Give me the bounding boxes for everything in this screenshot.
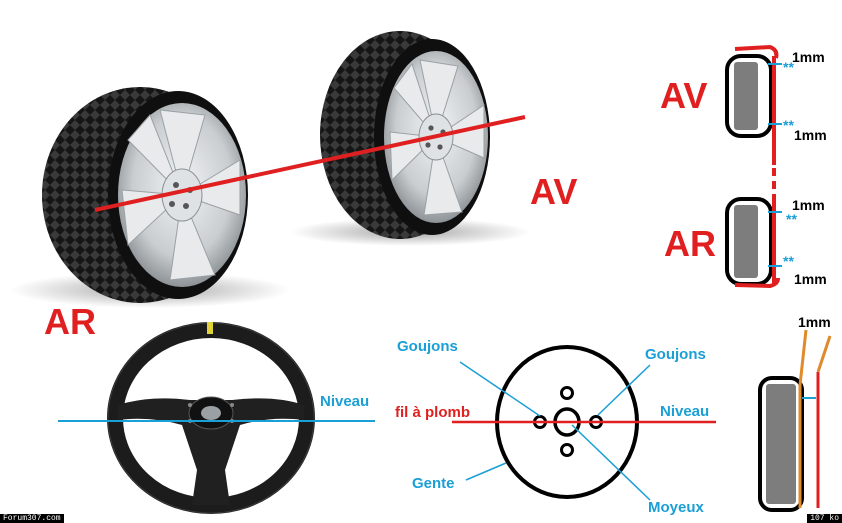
- steering-wheel: [107, 322, 315, 514]
- gap-marker-front-top: **: [783, 59, 794, 75]
- front-wheel: [290, 31, 530, 246]
- tire-side-view: [758, 329, 832, 512]
- panel-front-label: AV: [660, 75, 708, 116]
- gap-marker-rear-bottom: **: [783, 253, 794, 269]
- hub-level-label: Niveau: [660, 403, 710, 420]
- pointer-studs-left: [459, 361, 541, 417]
- mm-label-rear-top: 1mm: [792, 197, 825, 213]
- axle-alignment-line: [94, 115, 526, 212]
- front-tire-gap-view: [725, 44, 782, 165]
- pointer-hub: [571, 424, 651, 501]
- rear-wheel: [10, 87, 290, 308]
- side-mm-label: 1mm: [798, 314, 831, 330]
- mm-label-front-bottom: 1mm: [794, 127, 827, 143]
- rim-label: Gente: [412, 475, 455, 492]
- rear-tire-gap-view: [725, 196, 782, 289]
- front-label: AV: [530, 171, 578, 212]
- mm-label-rear-bottom: 1mm: [794, 271, 827, 287]
- gap-marker-rear-top: **: [786, 211, 797, 227]
- rear-label: AR: [44, 301, 96, 342]
- panel-rear-label: AR: [664, 223, 716, 264]
- gap-marker-front-bottom: **: [783, 117, 794, 133]
- studs-left-label: Goujons: [397, 338, 458, 355]
- footer-size: 107 ko: [807, 514, 842, 523]
- steering-level-label: Niveau: [320, 393, 370, 410]
- pointer-rim: [465, 462, 507, 481]
- plumb-label: fil à plomb: [395, 404, 470, 421]
- footer-site: Forum307.com: [0, 514, 64, 523]
- studs-right-label: Goujons: [645, 346, 706, 363]
- pointer-studs-right: [597, 364, 651, 416]
- mm-label-front-top: 1mm: [792, 49, 825, 65]
- hub-label: Moyeux: [648, 499, 704, 516]
